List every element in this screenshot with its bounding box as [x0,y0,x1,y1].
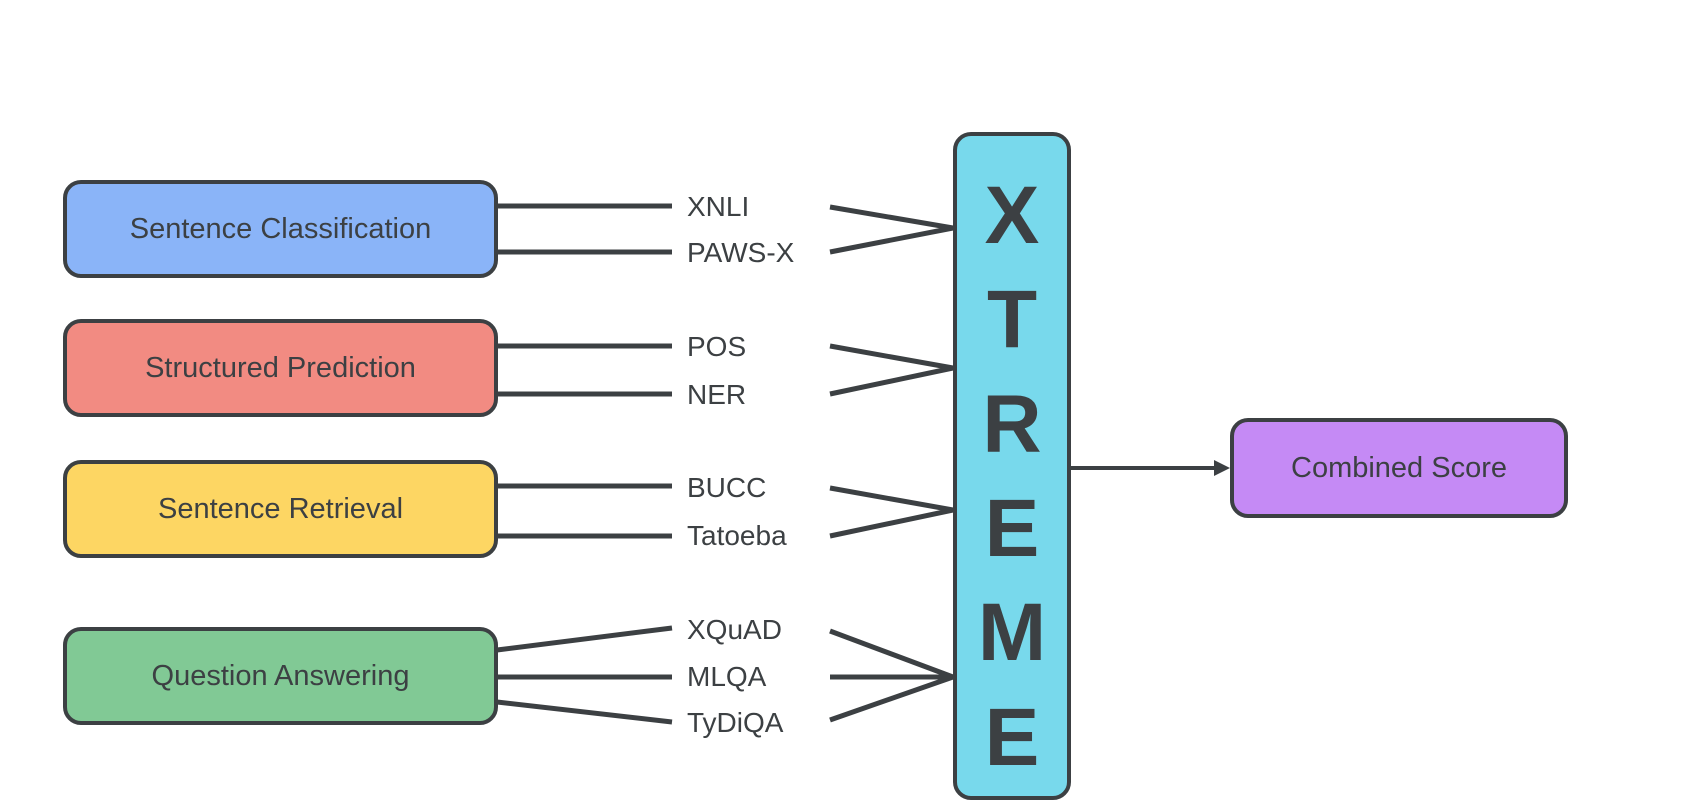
task-label-xquad: XQuAD [687,614,782,645]
task-label-ner: NER [687,379,747,410]
benchmark-converge-line [829,674,954,723]
task-label-tatoeba: Tatoeba [687,520,787,551]
xtreme-letter-r: R [982,379,1042,470]
category-label: Sentence Classification [129,212,432,245]
task-label-bucc: BUCC [687,472,767,503]
task-label-tydiqa: TyDiQA [687,707,784,738]
benchmark-converge-line [829,365,954,397]
category-structured-prediction: Structured Prediction [63,319,498,417]
xtreme-benchmark-bar: X T R E M E [953,132,1071,800]
benchmark-converge-line [829,507,954,539]
benchmark-converge-line [829,628,954,680]
benchmark-converge-line [829,343,954,371]
xtreme-letter-t: T [986,274,1038,365]
category-label: Question Answering [151,659,410,692]
combined-score-box: Combined Score [1230,418,1568,518]
xtreme-letter-e: E [984,483,1040,574]
category-sentence-classification: Sentence Classification [63,180,498,278]
category-label: Sentence Retrieval [157,492,404,525]
task-label-paws-x: PAWS-X [687,237,795,268]
output-arrow [1071,460,1230,476]
combined-score-label: Combined Score [1291,451,1507,484]
benchmark-converge-line [829,225,954,255]
category-question-answering: Question Answering [63,627,498,725]
task-connector-line [496,699,673,725]
benchmark-converge-line [829,485,954,513]
xtreme-letter-x: X [984,170,1040,261]
connector-lines [496,203,954,725]
arrowhead-icon [1214,460,1230,476]
task-connector-line [496,625,673,653]
task-label-mlqa: MLQA [687,661,767,692]
category-label: Structured Prediction [145,351,416,384]
task-label-pos: POS [687,331,747,362]
xtreme-letter-m: M [977,587,1047,678]
benchmark-converge-line [829,204,954,231]
xtreme-letter-e2: E [984,692,1040,783]
category-sentence-retrieval: Sentence Retrieval [63,460,498,558]
task-label-xnli: XNLI [687,191,750,222]
